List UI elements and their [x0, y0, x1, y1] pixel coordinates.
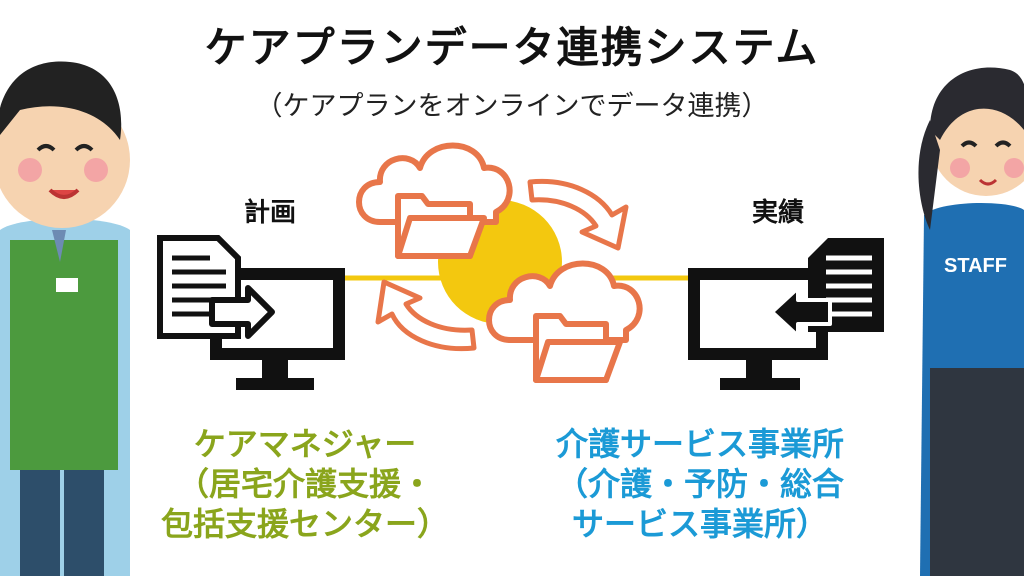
care-manager-illustration	[0, 61, 130, 576]
document-upload-monitor-icon	[157, 235, 345, 390]
page-title: ケアプランデータ連携システム	[204, 23, 820, 72]
staff-member-illustration	[918, 67, 1024, 576]
service-provider-line-1: 介護サービス事業所	[555, 425, 844, 463]
service-provider-label: 介護サービス事業所 （介護・予防・総合 サービス事業所）	[520, 424, 880, 544]
service-provider-line-2: （介護・予防・総合	[555, 465, 844, 503]
care-manager-line-2: （居宅介護支援・	[176, 465, 433, 503]
plan-label: 計画	[243, 198, 296, 228]
care-manager-label: ケアマネジャー （居宅介護支援・ 包括支援センター）	[140, 424, 470, 544]
care-manager-line-1: ケアマネジャー	[193, 425, 417, 463]
staff-badge: STAFF	[944, 255, 1007, 277]
service-provider-line-3: サービス事業所）	[571, 505, 828, 543]
sync-arrow-icon	[375, 279, 477, 352]
care-manager-line-3: 包括支援センター）	[160, 505, 449, 543]
cloud-folder-icon	[486, 260, 643, 383]
actual-label: 実績	[751, 198, 804, 228]
document-download-monitor-icon	[688, 238, 884, 390]
sync-arrow-icon	[527, 178, 629, 251]
cloud-folder-icon	[356, 142, 513, 259]
page-subtitle: （ケアプランをオンラインでデータ連携）	[255, 91, 769, 122]
